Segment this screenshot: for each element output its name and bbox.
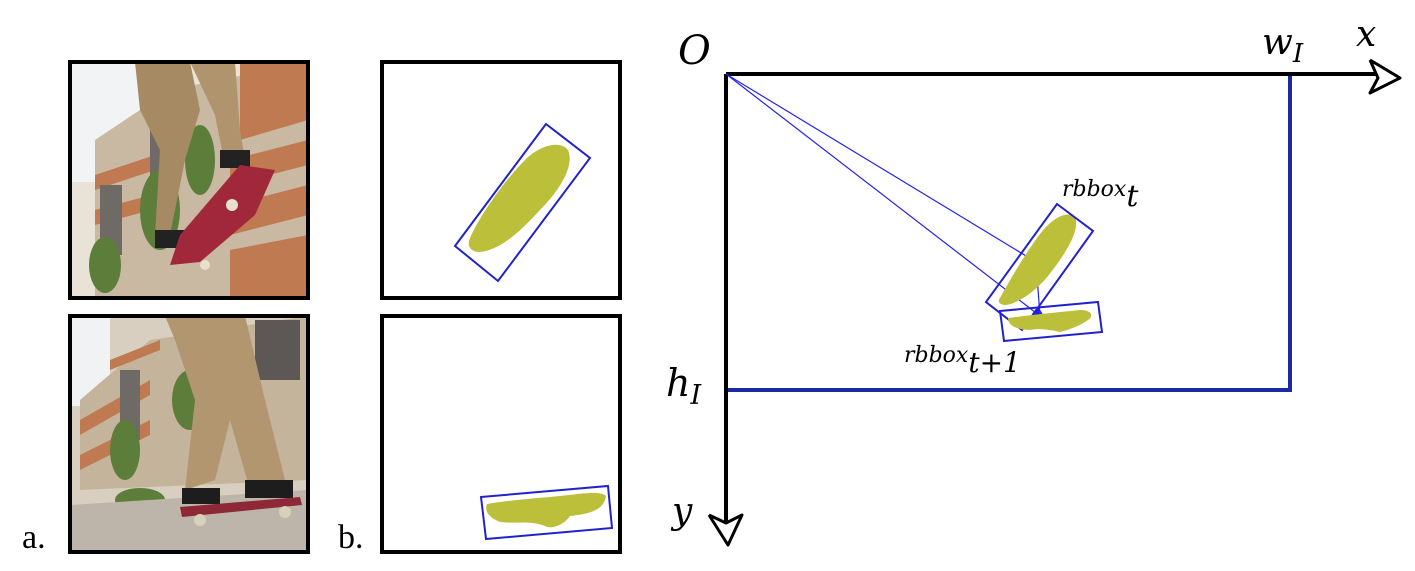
width-label: wI (1262, 22, 1304, 69)
vector-to-rbbox-t1 (725, 73, 1041, 317)
rbbox-t1-label-sub: t+1 (968, 346, 1021, 379)
rbbox-t-label-base: rbbox (1062, 177, 1127, 202)
x-axis-arrowhead (1368, 58, 1402, 95)
y-axis-arrowhead (707, 513, 744, 547)
height-label-base: h (666, 361, 690, 405)
frame-top-border (68, 60, 310, 300)
frame-top-photo (70, 62, 308, 298)
frame-bottom-photo (70, 316, 308, 552)
panel-a-label: a. (22, 519, 46, 556)
rbbox-t-mask (998, 214, 1077, 305)
height-label: hI (666, 361, 702, 411)
rbbox-t-label: rbboxt (1062, 177, 1139, 214)
rbbox-t-box (984, 202, 1095, 332)
rbbox-t1-box (998, 300, 1104, 343)
image-frame (726, 72, 1292, 392)
rbbox-t1-label: rbboxt+1 (904, 343, 1021, 379)
mask-top-rbbox (453, 122, 592, 283)
mask-top-blob (468, 144, 570, 252)
mask-bottom-rbbox (479, 484, 614, 541)
height-label-sub: I (689, 380, 702, 411)
rbbox-t-label-sub: t (1126, 179, 1139, 214)
vector-to-rbbox-t (725, 73, 1037, 263)
panel-b-label: b. (338, 519, 364, 556)
rbbox-t1-mask (1008, 310, 1092, 332)
width-label-sub: I (1292, 39, 1304, 69)
frame-bottom-border (68, 314, 310, 554)
x-axis-label: x (1356, 14, 1376, 55)
y-axis-label: y (670, 491, 693, 532)
width-label-base: w (1262, 22, 1293, 63)
mask-top-border (380, 60, 622, 300)
mask-bottom-border (380, 314, 622, 554)
origin-label: O (678, 28, 711, 74)
mask-bottom-blob (486, 492, 606, 528)
rbbox-t1-label-base: rbbox (904, 343, 969, 368)
